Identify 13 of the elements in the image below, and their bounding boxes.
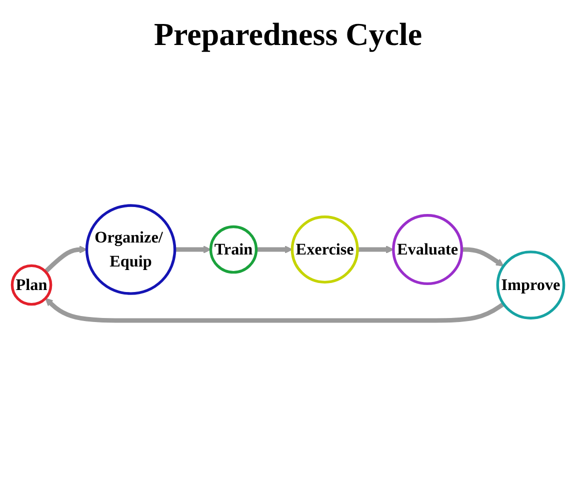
node-circle: Organize/ Equip	[85, 204, 176, 295]
node-circle: Evaluate	[392, 214, 464, 286]
arrow	[44, 246, 88, 274]
arrow	[174, 246, 212, 254]
node-circle: Exercise	[290, 216, 359, 284]
arrow	[45, 298, 505, 323]
diagram-title: Preparedness Cycle	[154, 16, 422, 53]
node-circle: Train	[209, 225, 258, 274]
node-circle: Improve	[496, 250, 566, 320]
node-circle: Plan	[10, 264, 52, 306]
arrow	[256, 246, 293, 254]
arrow	[462, 247, 504, 266]
arrow	[357, 246, 394, 254]
